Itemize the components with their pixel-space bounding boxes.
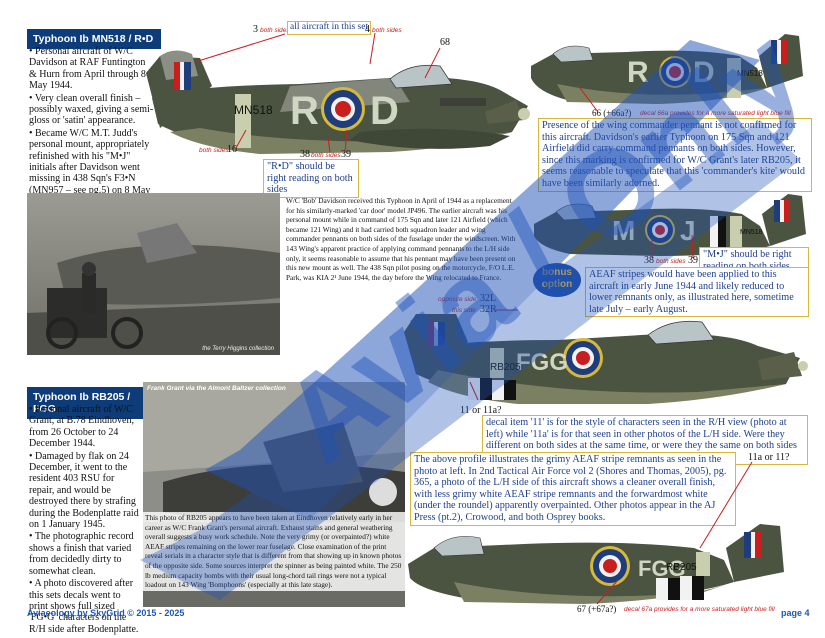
callout-number: 4 [365,24,370,35]
list-item: Damaged by flak on 24 December, it went … [29,451,139,531]
photo-credit: Frank Grant via the Almont Baltzer colle… [147,385,286,392]
photo-caption-rb205: This photo of RB205 appears to have been… [143,512,405,591]
callout-label: both sides [656,258,686,265]
callout-label: this side [452,307,476,314]
aircraft-code: FGG [638,556,686,581]
callout-number: 11a or 11? [748,452,790,463]
photo-rb205: Frank Grant via the Almont Baltzer colle… [143,382,405,607]
note-pennant: Presence of the wing commander pennant i… [538,118,812,192]
photo-davidson-typhoon: the Terry Higgins collection [27,193,280,355]
callout-number: 39 [688,255,698,266]
list-item: A photo discovered after this sets decal… [29,578,139,635]
callout-number: 32L [480,293,497,304]
profile-rb205-right: FGG RB205 [408,524,784,604]
aircraft-code-letter: D [693,56,715,89]
callout-number: 38 [644,255,654,266]
note-profile-grime: The above profile illustrates the grimy … [410,452,736,526]
callout-number: 16 [227,144,237,155]
list-item: Personal aircraft of W/C Davidson at RAF… [29,46,154,92]
callout-label: both sides [372,27,402,34]
profile-rb205-left: FGG RB205 [404,314,808,404]
aircraft-code-letter: R [290,89,319,133]
callout-label: both sides [260,27,290,34]
bonus-option-badge: bonus option [533,263,581,297]
callout-number: 3 [253,24,258,35]
aircraft-serial: MN518 [740,229,763,236]
list-item: The photographic record shows a finish t… [29,531,139,577]
callout-label: decal 67a provides for a more saturated … [624,606,775,613]
aircraft-code-letter: J [680,215,696,246]
aircraft-code-letter: D [370,89,399,133]
aircraft-serial: RB205 [666,562,697,573]
aircraft-serial: RB205 [490,362,521,373]
aircraft-code-letter: R [627,56,649,89]
callout-number: 68 [440,37,450,48]
note-rd-reading: "R•D" should be right reading on both si… [263,159,359,198]
footer-copyright: Aviaeology by SkyGrid © 2015 - 2025 [27,608,185,618]
note-all-aircraft: all aircraft in this set [287,21,372,35]
section-notes-rb205: Personal aircraft of W/C Grant, at B.78 … [29,404,139,636]
aircraft-serial: MN518 [234,103,273,117]
list-item: Very clean overall finish – possibly wax… [29,93,154,127]
callout-label: both sides [311,152,341,159]
photo-caption-davidson: W/C 'Bob' Davidson received this Typhoon… [286,196,516,282]
aircraft-code-letter: M [612,215,635,246]
profile-mn518-right: R D MN518 [531,34,803,104]
aircraft-serial: MN518 [737,69,763,78]
photo-credit: the Terry Higgins collection [202,346,274,352]
list-item: Personal aircraft of W/C Grant, at B.78 … [29,404,139,450]
callout-number: 66 (+66a?) [592,108,632,118]
aircraft-code: FGG [516,349,568,376]
callout-label: both sides [199,147,229,154]
callout-number: 67 (+67a?) [577,604,617,614]
section-notes-mn518: Personal aircraft of W/C Davidson at RAF… [29,46,154,209]
page-number: page 4 [781,608,810,618]
callout-label: opposite side [438,296,477,303]
callout-number: 32R [480,304,497,315]
section-header-mn518: Typhoon Ib MN518 / R•D [27,29,161,49]
callout-label: decal 66a provides for a more saturated … [640,110,791,117]
